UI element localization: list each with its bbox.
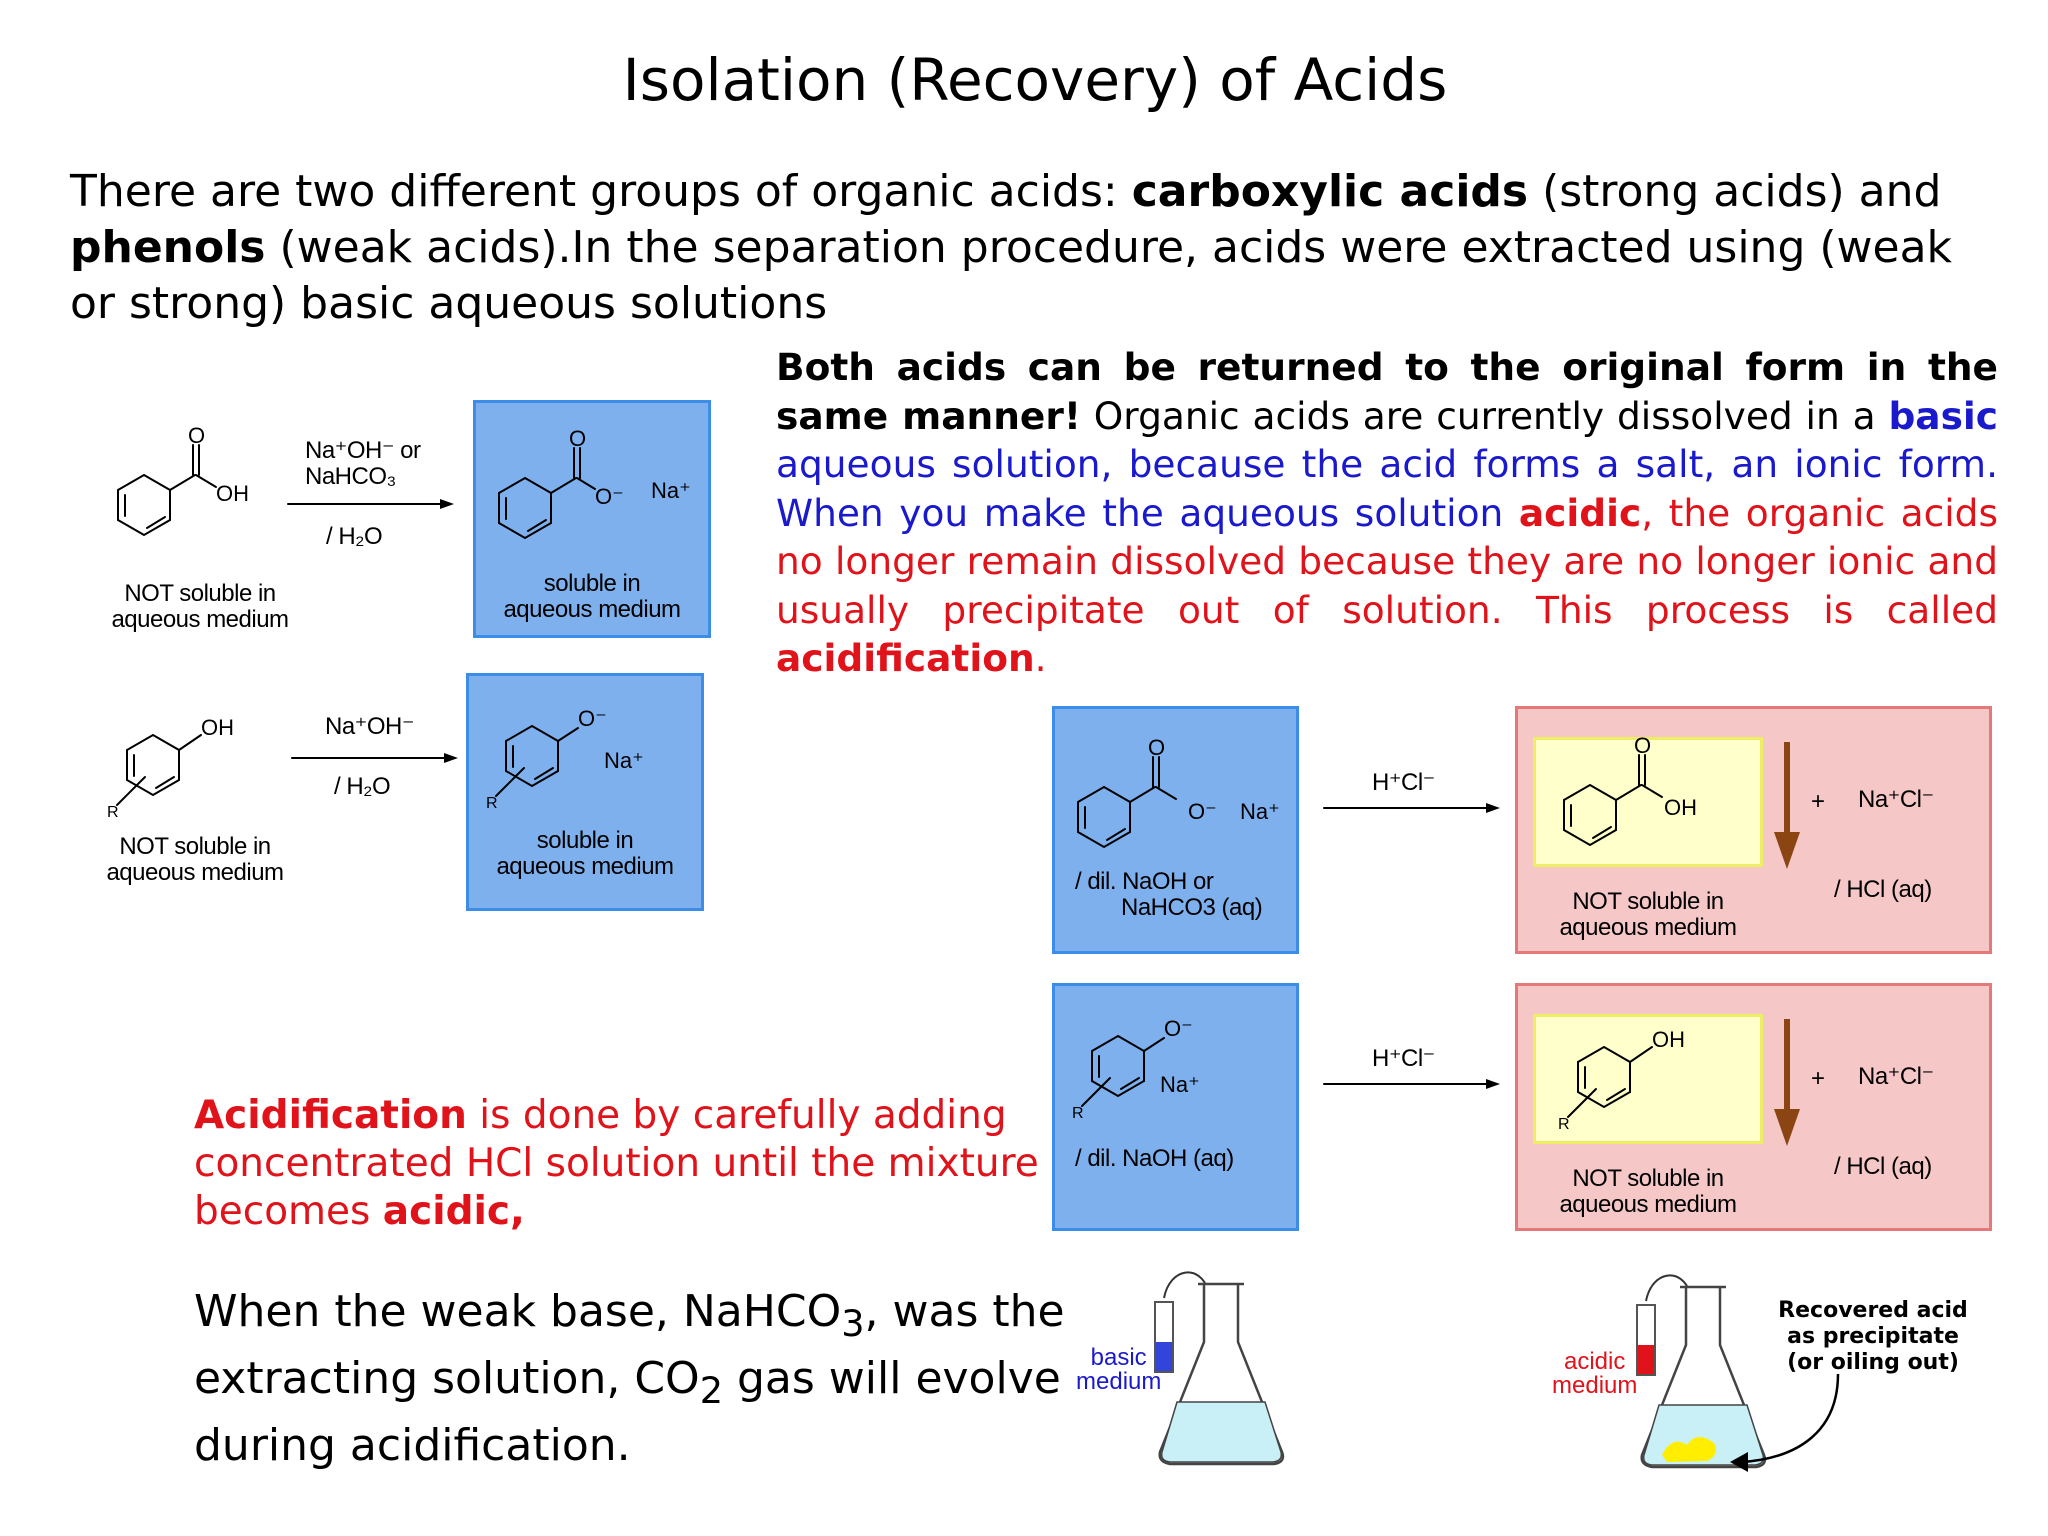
- svg-text:O: O: [1148, 735, 1165, 760]
- hcl-reagent-2: H⁺Cl⁻: [1372, 1045, 1435, 1072]
- weak-base-text-1: When the weak base, NaHCO: [194, 1286, 842, 1337]
- hcl-aq-label-2: / HCl (aq): [1834, 1153, 1932, 1180]
- hcl-aq-label-1: / HCl (aq): [1834, 876, 1932, 903]
- intro-paragraph: There are two different groups of organi…: [70, 164, 1970, 332]
- basic-flask-illustration: [1154, 1271, 1285, 1466]
- phenoxide-structure-2: O⁻ Na⁺ R: [1072, 1016, 1200, 1122]
- page-title: Isolation (Recovery) of Acids: [622, 46, 1448, 114]
- weak-base-note: When the weak base, NaHCO3, was the extr…: [194, 1284, 1074, 1473]
- intro-text-2: (strong acids) and: [1528, 166, 1942, 217]
- svg-text:O: O: [1634, 733, 1651, 758]
- benzoic-acid-structure-2: O OH: [1563, 733, 1697, 847]
- oxygen-label: O: [188, 423, 205, 448]
- benzoic-acid-structure: O OH: [117, 423, 249, 537]
- svg-text:Na⁺: Na⁺: [604, 748, 644, 773]
- acidification-acidic: acidic,: [382, 1189, 525, 1234]
- phenoxide-basic-box: O⁻ Na⁺ R / dil. NaOH (aq): [1052, 983, 1299, 1231]
- explanation-acidification: acidification: [776, 636, 1035, 680]
- svg-text:Na⁺: Na⁺: [1160, 1072, 1200, 1097]
- precipitate-box-2: OH R: [1533, 1014, 1763, 1144]
- explanation-paragraph: Both acids can be returned to the origin…: [776, 343, 1998, 683]
- r-group-label: R: [107, 804, 119, 821]
- weak-base-text-2: , was the extracting solution, CO: [194, 1286, 1065, 1404]
- phenol-structure-2: OH R: [1558, 1027, 1685, 1133]
- solvent-water-1: / H₂O: [326, 523, 383, 550]
- phenoxide-structure: O⁻ Na⁺ R: [486, 706, 644, 812]
- oxide-label: O⁻: [595, 484, 624, 509]
- acidification-text: is done by carefully adding concentrated…: [194, 1093, 1039, 1234]
- nacl-label-1: Na⁺Cl⁻: [1858, 786, 1934, 813]
- svg-text:R: R: [1072, 1105, 1084, 1122]
- explanation-end: .: [1034, 636, 1047, 680]
- acidic-flask-illustration: [1636, 1274, 1767, 1469]
- svg-text:O⁻: O⁻: [1164, 1016, 1193, 1041]
- acidification-note: Acidification is done by carefully addin…: [194, 1092, 1054, 1236]
- sodium-label: Na⁺: [651, 478, 691, 503]
- svg-text:OH: OH: [1664, 795, 1697, 820]
- phenol-structure: OH R: [107, 715, 234, 821]
- precipitate-down-arrow-2: [1774, 1019, 1800, 1146]
- explanation-text-2: aqueous solution, because the acid forms…: [776, 442, 1998, 535]
- benzoate-structure: O O⁻ Na⁺: [498, 426, 691, 540]
- hcl-reagent-1: H⁺Cl⁻: [1372, 769, 1435, 796]
- precipitate-box-1: O OH: [1533, 733, 1763, 867]
- svg-text:OH: OH: [201, 715, 234, 740]
- explanation-bold: Both acids can be returned to the origin…: [776, 345, 1998, 438]
- dil-naoh-or: / dil. NaOH or: [1075, 868, 1214, 895]
- reagent-naoh: Na⁺OH⁻: [325, 713, 415, 740]
- explanation-text-3: , the organic acids no longer remain dis…: [776, 490, 1998, 632]
- recovered-pointer-arrow: [1730, 1373, 1840, 1472]
- reaction-arrow-1: [287, 499, 454, 509]
- intro-text-1: There are two different groups of organi…: [70, 166, 1132, 217]
- svg-text:O⁻: O⁻: [1188, 799, 1217, 824]
- svg-text:OH: OH: [1652, 1027, 1685, 1052]
- plus-sign-2: +: [1811, 1065, 1825, 1092]
- svg-text:R: R: [1558, 1116, 1570, 1133]
- intro-bold-phenols: phenols: [70, 222, 266, 273]
- reagent-nahco3: NaHCO₃: [305, 463, 396, 490]
- svg-text:O⁻: O⁻: [578, 706, 607, 731]
- solvent-water-2: / H₂O: [334, 773, 391, 800]
- hydroxyl-label: OH: [216, 481, 249, 506]
- weak-base-sub-2: 2: [699, 1368, 724, 1412]
- explanation-text-1: Organic acids are currently dissolved in…: [1080, 393, 1889, 438]
- nahco3-aq: NaHCO3 (aq): [1121, 894, 1263, 921]
- weak-base-sub-1: 3: [841, 1301, 865, 1345]
- acidification-arrow-2: [1323, 1079, 1500, 1089]
- explanation-basic: basic: [1888, 393, 1998, 438]
- intro-text-3: (weak acids).In the separation procedure…: [70, 222, 1953, 329]
- benzoate-structure-2: O O⁻ Na⁺: [1077, 735, 1280, 849]
- weak-base-text-3: gas will evolve during acidification.: [194, 1352, 1061, 1471]
- plus-sign-1: +: [1811, 788, 1825, 815]
- reagent-naoh-or: Na⁺OH⁻ or: [305, 437, 421, 464]
- intro-bold-carboxylic: carboxylic acids: [1131, 166, 1529, 217]
- carboxylate-basic-box: O O⁻ Na⁺ / dil. NaOH or NaHCO3 (aq): [1052, 706, 1299, 954]
- svg-text:Na⁺: Na⁺: [1240, 799, 1280, 824]
- explanation-acidic: acidic: [1518, 490, 1642, 535]
- acidification-arrow-1: [1323, 803, 1500, 813]
- acidification-bold: Acidification: [194, 1093, 467, 1138]
- svg-text:O: O: [569, 426, 586, 451]
- dil-naoh-aq: / dil. NaOH (aq): [1075, 1145, 1234, 1172]
- reaction-arrow-2: [291, 753, 458, 763]
- nacl-label-2: Na⁺Cl⁻: [1858, 1063, 1934, 1090]
- svg-text:R: R: [486, 795, 498, 812]
- precipitate-down-arrow-1: [1774, 742, 1800, 869]
